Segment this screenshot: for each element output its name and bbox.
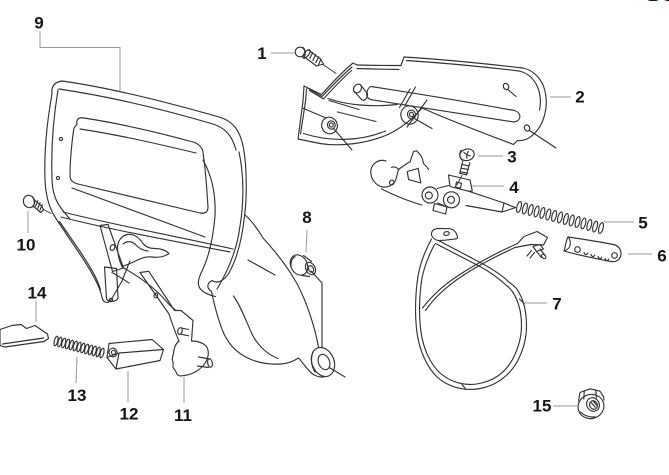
svg-text:5: 5 — [638, 214, 647, 233]
svg-text:6: 6 — [657, 247, 666, 266]
svg-text:12: 12 — [120, 405, 139, 424]
svg-text:9: 9 — [34, 14, 43, 33]
svg-text:7: 7 — [552, 295, 561, 314]
svg-text:10: 10 — [17, 236, 36, 255]
svg-text:1: 1 — [257, 44, 266, 63]
svg-text:2: 2 — [575, 88, 584, 107]
svg-text:11: 11 — [174, 406, 192, 425]
svg-text:14: 14 — [28, 284, 47, 303]
svg-text:4: 4 — [509, 178, 519, 197]
svg-text:15: 15 — [533, 397, 552, 416]
svg-text:3: 3 — [507, 148, 516, 167]
svg-text:8: 8 — [302, 208, 311, 227]
svg-text:13: 13 — [68, 386, 87, 405]
